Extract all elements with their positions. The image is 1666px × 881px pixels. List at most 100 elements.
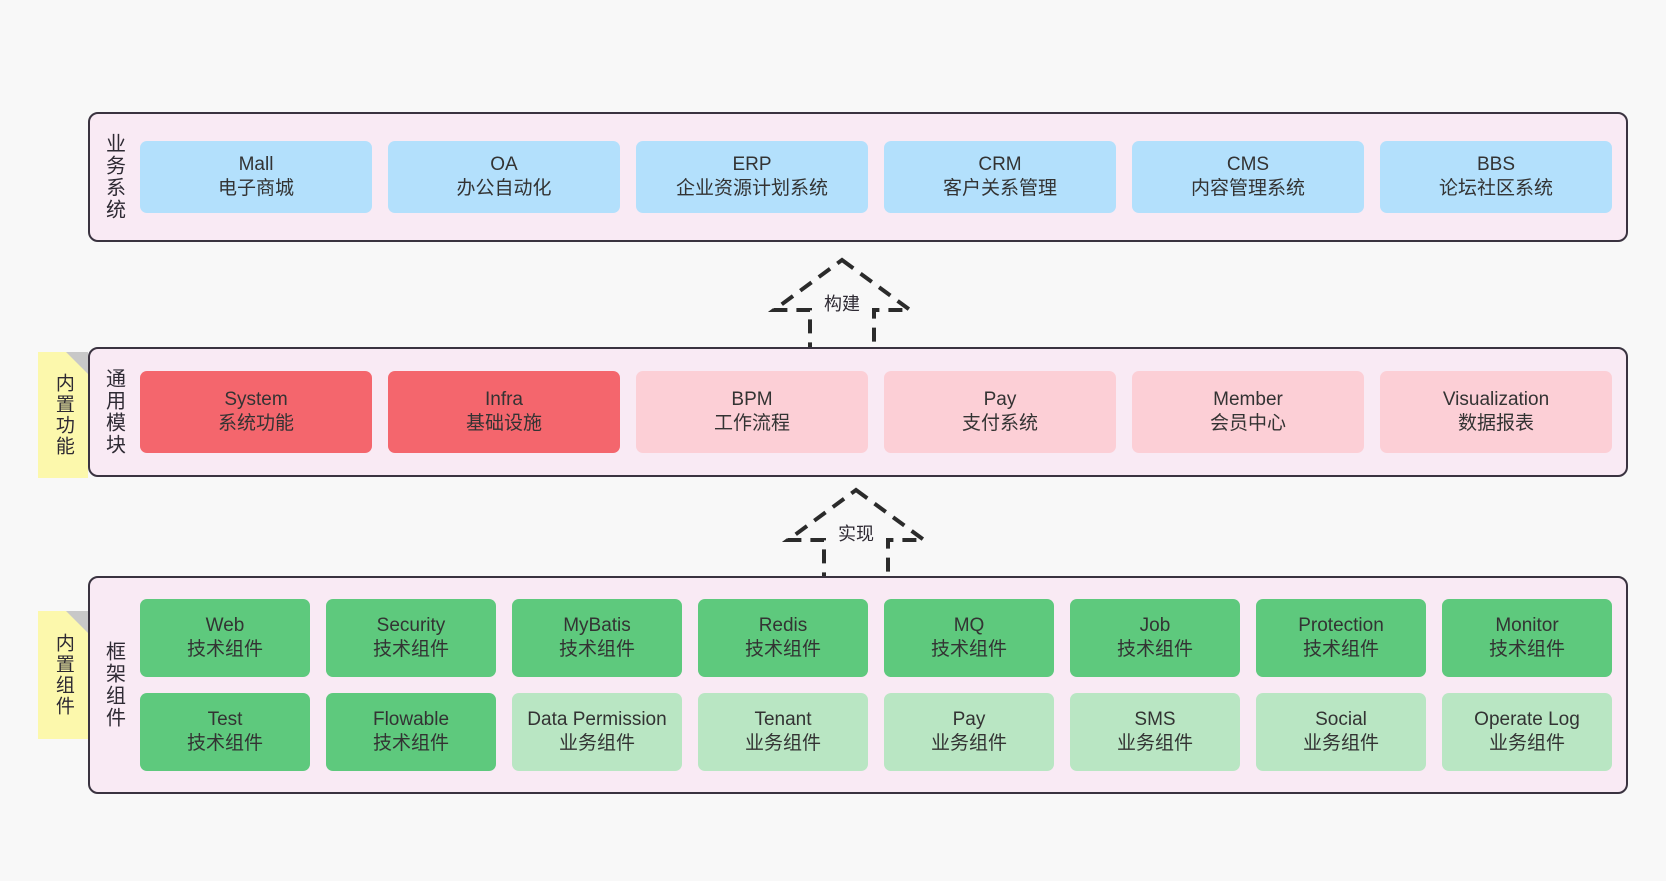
card-subtitle: 技术组件 xyxy=(372,639,449,660)
card-title: Infra xyxy=(484,388,524,410)
card-subtitle: 技术组件 xyxy=(1116,639,1193,660)
card-title: System xyxy=(224,388,288,410)
card-subtitle: 客户关系管理 xyxy=(942,178,1057,199)
card-subtitle: 技术组件 xyxy=(372,733,449,754)
card-title: BBS xyxy=(1476,153,1516,175)
card-subtitle: 技术组件 xyxy=(1488,639,1565,660)
sticky-note-builtin-function: 内置功能 xyxy=(38,352,88,478)
card-mybatis[interactable]: MyBatis 技术组件 xyxy=(512,599,682,677)
card-subtitle: 技术组件 xyxy=(186,639,263,660)
layer-framework-components: 框架组件 Web 技术组件 Security 技术组件 MyBatis 技术组件… xyxy=(88,576,1628,794)
card-crm[interactable]: CRM 客户关系管理 xyxy=(884,141,1116,213)
generalization-arrow-icon xyxy=(781,487,931,588)
card-title: Data Permission xyxy=(527,708,667,730)
connector-build: 构建 xyxy=(742,252,942,362)
layer-business-systems: 业务系统 Mall 电子商城 OA 办公自动化 ERP 企业资源计划系统 CRM… xyxy=(88,112,1628,242)
connector-implement: 实现 xyxy=(756,482,956,592)
card-title: Job xyxy=(1139,614,1171,636)
layer-title-business: 业务系统 xyxy=(102,133,125,221)
card-title: ERP xyxy=(732,153,772,175)
card-row: Mall 电子商城 OA 办公自动化 ERP 企业资源计划系统 CRM 客户关系… xyxy=(140,141,1612,213)
layer-body-common: System 系统功能 Infra 基础设施 BPM 工作流程 Pay 支付系统… xyxy=(136,349,1626,475)
generalization-arrow-icon xyxy=(767,257,917,358)
card-subtitle: 业务组件 xyxy=(1488,733,1565,754)
card-row: Test 技术组件 Flowable 技术组件 Data Permission … xyxy=(140,693,1612,771)
sticky-note-builtin-component: 内置组件 xyxy=(38,611,88,739)
card-subtitle: 企业资源计划系统 xyxy=(675,178,828,199)
card-test[interactable]: Test 技术组件 xyxy=(140,693,310,771)
card-subtitle: 支付系统 xyxy=(961,413,1038,434)
card-title: OA xyxy=(490,153,518,175)
card-flowable[interactable]: Flowable 技术组件 xyxy=(326,693,496,771)
card-monitor[interactable]: Monitor 技术组件 xyxy=(1442,599,1612,677)
card-row: System 系统功能 Infra 基础设施 BPM 工作流程 Pay 支付系统… xyxy=(140,371,1612,453)
card-subtitle: 业务组件 xyxy=(930,733,1007,754)
card-subtitle: 技术组件 xyxy=(558,639,635,660)
card-title: SMS xyxy=(1134,708,1176,730)
card-oa[interactable]: OA 办公自动化 xyxy=(388,141,620,213)
layer-common-modules: 通用模块 System 系统功能 Infra 基础设施 BPM 工作流程 Pay… xyxy=(88,347,1628,477)
card-redis[interactable]: Redis 技术组件 xyxy=(698,599,868,677)
layer-title-common: 通用模块 xyxy=(102,368,125,456)
card-title: Test xyxy=(207,708,243,730)
card-subtitle: 业务组件 xyxy=(1302,733,1379,754)
card-erp[interactable]: ERP 企业资源计划系统 xyxy=(636,141,868,213)
layer-body-framework: Web 技术组件 Security 技术组件 MyBatis 技术组件 Redi… xyxy=(136,578,1626,792)
card-operate-log[interactable]: Operate Log 业务组件 xyxy=(1442,693,1612,771)
card-title: Social xyxy=(1315,708,1367,730)
card-sms[interactable]: SMS 业务组件 xyxy=(1070,693,1240,771)
card-title: MyBatis xyxy=(563,614,631,636)
card-subtitle: 办公自动化 xyxy=(456,178,552,199)
card-title: Visualization xyxy=(1442,388,1550,410)
card-pay[interactable]: Pay 支付系统 xyxy=(884,371,1116,453)
card-subtitle: 系统功能 xyxy=(217,413,294,434)
card-title: CMS xyxy=(1226,153,1270,175)
card-row: Web 技术组件 Security 技术组件 MyBatis 技术组件 Redi… xyxy=(140,599,1612,677)
card-bbs[interactable]: BBS 论坛社区系统 xyxy=(1380,141,1612,213)
card-system[interactable]: System 系统功能 xyxy=(140,371,372,453)
card-title: Mall xyxy=(238,153,274,175)
card-title: Operate Log xyxy=(1474,708,1580,730)
card-subtitle: 技术组件 xyxy=(744,639,821,660)
card-subtitle: 数据报表 xyxy=(1457,413,1534,434)
card-data-permission[interactable]: Data Permission 业务组件 xyxy=(512,693,682,771)
card-title: Web xyxy=(205,614,245,636)
card-title: Monitor xyxy=(1495,614,1559,636)
layer-title-framework: 框架组件 xyxy=(102,641,125,729)
card-subtitle: 工作流程 xyxy=(713,413,790,434)
sticky-label: 内置组件 xyxy=(52,633,74,717)
card-subtitle: 业务组件 xyxy=(558,733,635,754)
card-subtitle: 论坛社区系统 xyxy=(1438,178,1553,199)
card-social[interactable]: Social 业务组件 xyxy=(1256,693,1426,771)
card-security[interactable]: Security 技术组件 xyxy=(326,599,496,677)
sticky-label: 内置功能 xyxy=(52,373,74,457)
card-subtitle: 技术组件 xyxy=(1302,639,1379,660)
card-subtitle: 会员中心 xyxy=(1209,413,1286,434)
card-cms[interactable]: CMS 内容管理系统 xyxy=(1132,141,1364,213)
card-title: Redis xyxy=(758,614,808,636)
card-bpm[interactable]: BPM 工作流程 xyxy=(636,371,868,453)
card-tenant[interactable]: Tenant 业务组件 xyxy=(698,693,868,771)
card-subtitle: 电子商城 xyxy=(217,178,294,199)
card-visualization[interactable]: Visualization 数据报表 xyxy=(1380,371,1612,453)
card-protection[interactable]: Protection 技术组件 xyxy=(1256,599,1426,677)
connector-label-build: 构建 xyxy=(824,294,860,314)
card-title: Tenant xyxy=(754,708,812,730)
card-subtitle: 技术组件 xyxy=(930,639,1007,660)
card-subtitle: 业务组件 xyxy=(744,733,821,754)
card-mq[interactable]: MQ 技术组件 xyxy=(884,599,1054,677)
card-title: Flowable xyxy=(372,708,450,730)
card-title: Pay xyxy=(952,708,986,730)
card-title: Security xyxy=(376,614,446,636)
card-pay-business[interactable]: Pay 业务组件 xyxy=(884,693,1054,771)
card-title: MQ xyxy=(953,614,985,636)
card-infra[interactable]: Infra 基础设施 xyxy=(388,371,620,453)
card-job[interactable]: Job 技术组件 xyxy=(1070,599,1240,677)
card-mall[interactable]: Mall 电子商城 xyxy=(140,141,372,213)
card-subtitle: 技术组件 xyxy=(186,733,263,754)
card-member[interactable]: Member 会员中心 xyxy=(1132,371,1364,453)
connector-label-implement: 实现 xyxy=(838,524,874,544)
card-web[interactable]: Web 技术组件 xyxy=(140,599,310,677)
card-title: BPM xyxy=(731,388,773,410)
